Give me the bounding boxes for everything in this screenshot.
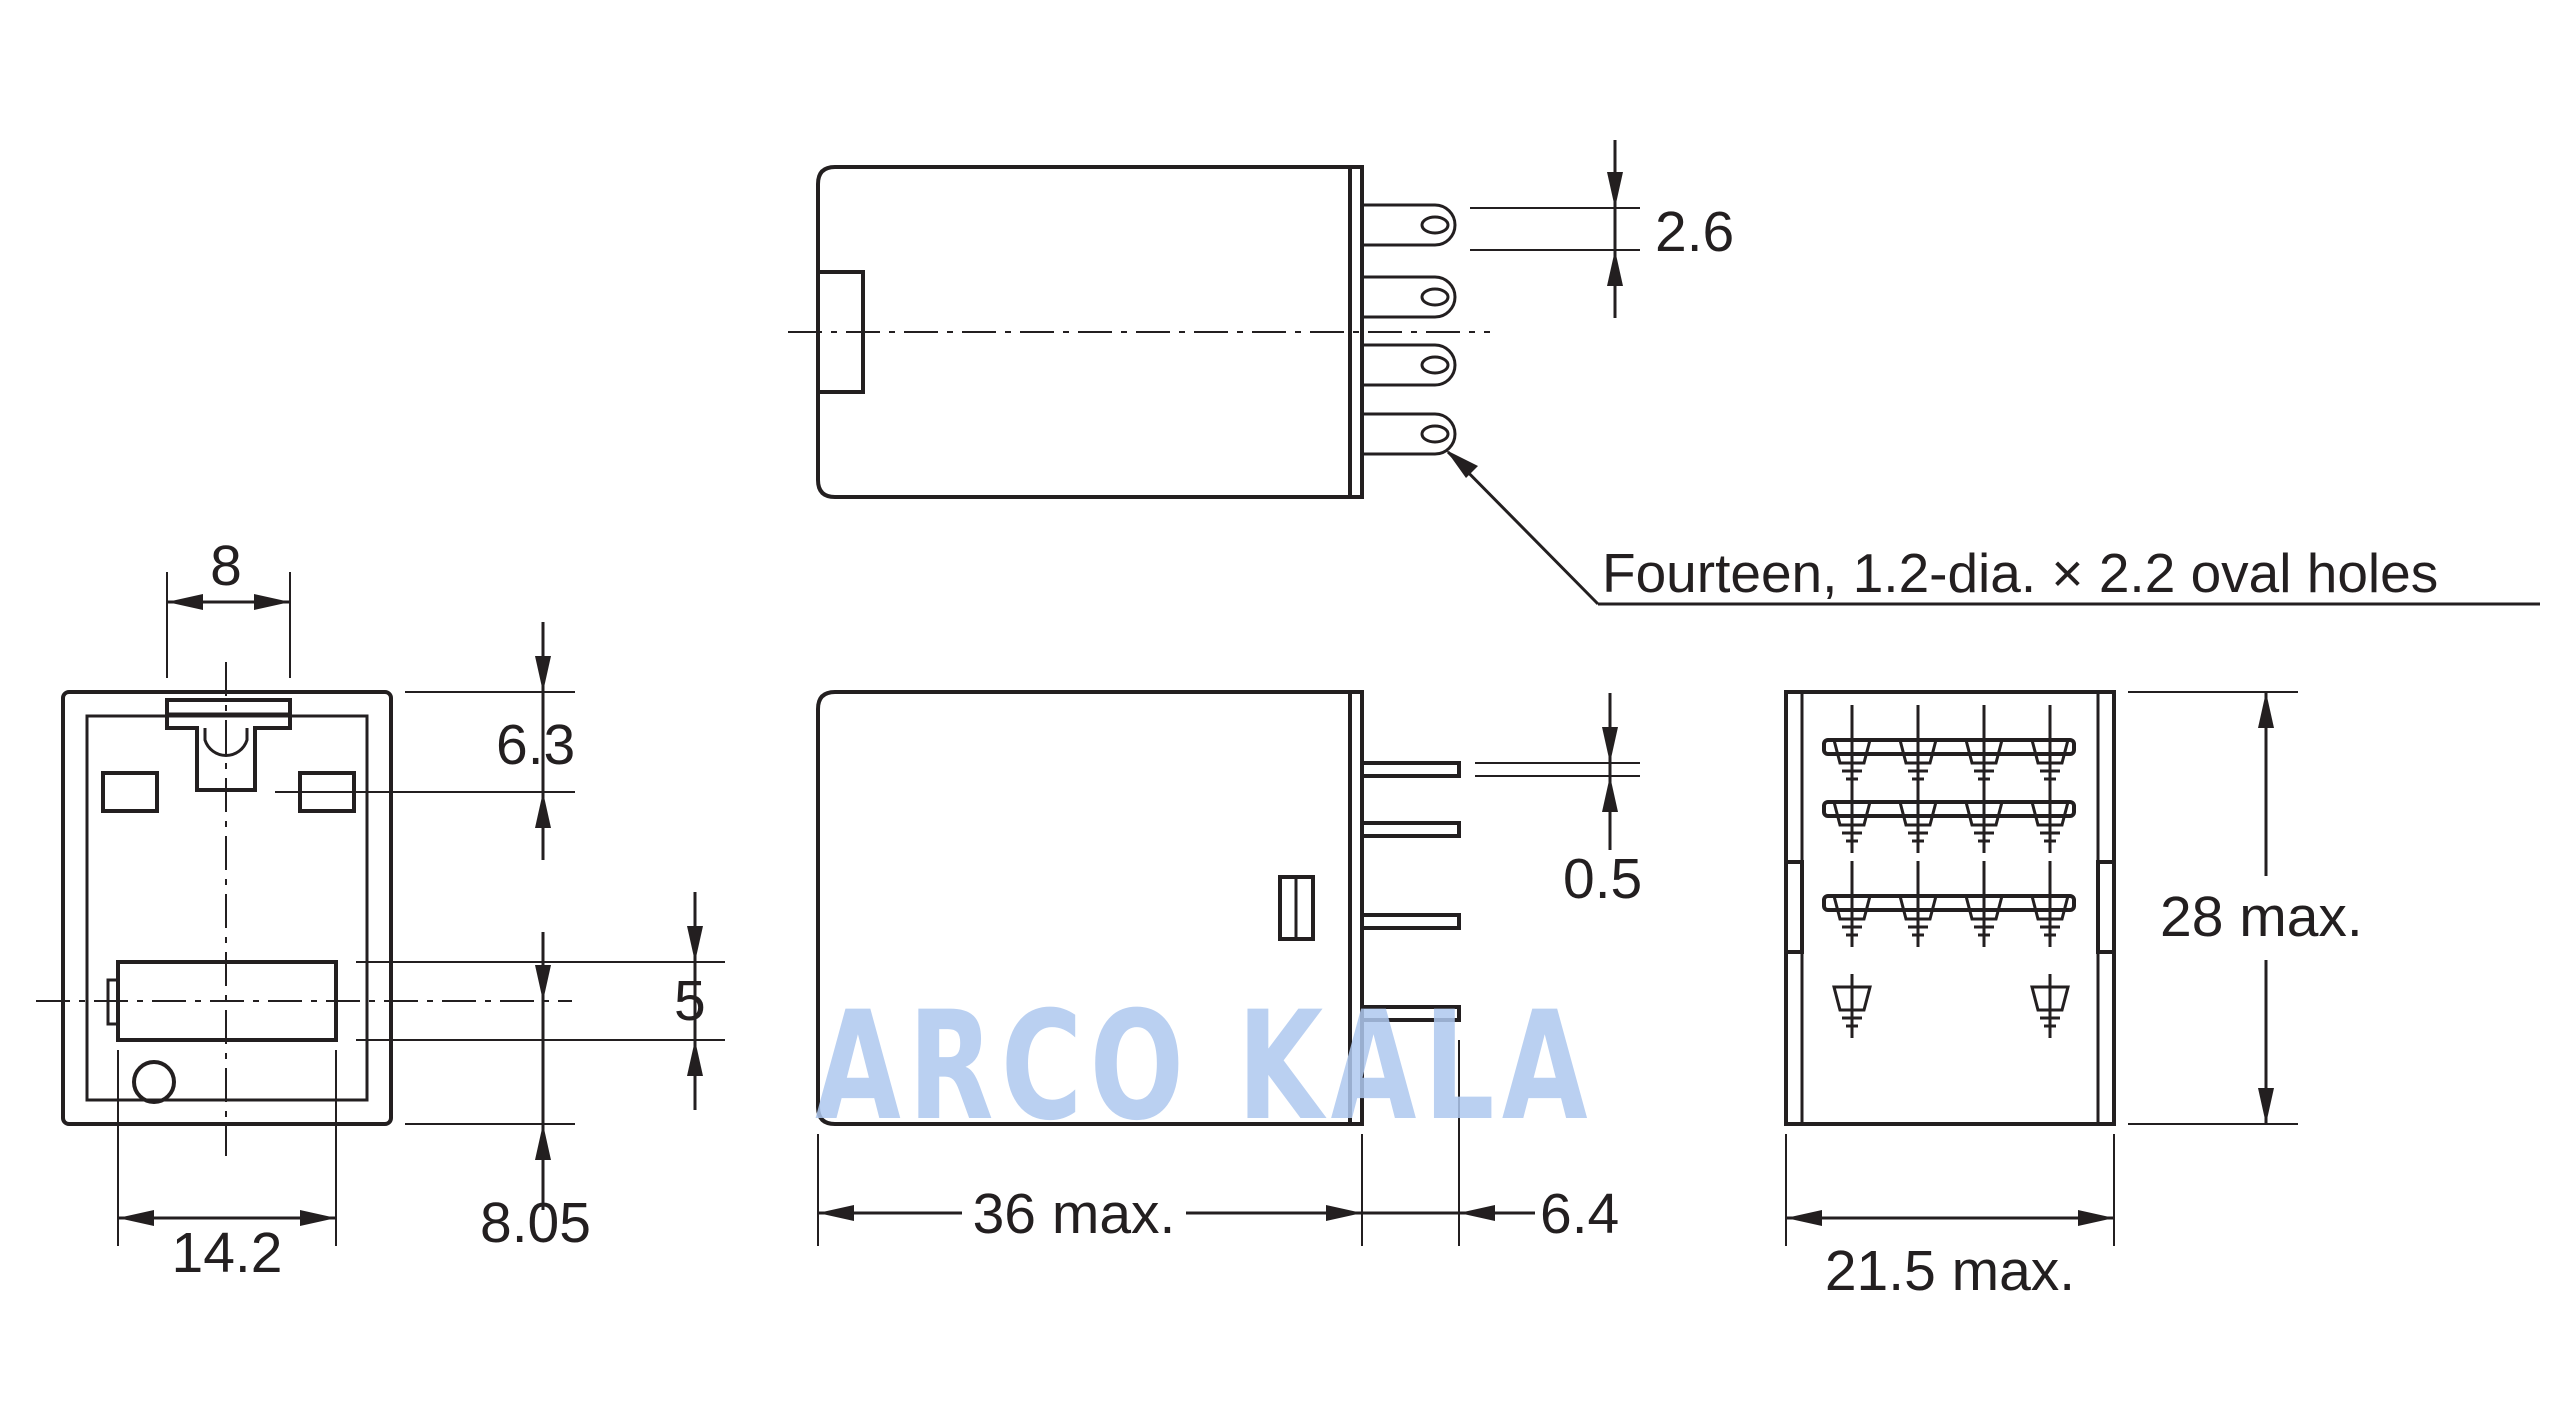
side-view: 0.5 36 max. 6.4 [816,690,1642,1246]
dim-label-21-5-max: 21.5 max. [1825,1239,2075,1303]
pin-tab [1362,203,1457,247]
terminal-symbol [1898,861,1938,947]
dim-label-28-max: 28 max. [2160,885,2363,949]
oval-hole [1420,355,1450,375]
dim-front-bottom-offset: 8.05 [405,932,591,1255]
pin-tab [1362,343,1457,387]
front-view-hole [132,1060,176,1104]
terminal-symbol [1964,767,2004,853]
pin-tab [1362,275,1457,319]
dim-side-lengths: 36 max. 6.4 [817,1040,1619,1246]
dim-label-36-max: 36 max. [973,1182,1176,1246]
terminal-symbol [1832,974,1872,1038]
front-view: 8 6.3 5 8.05 [36,534,725,1285]
terminal-symbol [2030,767,2070,853]
terminal-symbol [2030,861,2070,947]
dim-label-6-3: 6.3 [496,713,575,777]
dim-bottom-height: 28 max. [2128,691,2363,1125]
bottom-view: 28 max. 21.5 max. [1784,690,2363,1303]
top-view-pins [1362,203,1457,456]
front-view-latch [165,698,292,792]
dim-label-8-05: 8.05 [480,1191,591,1255]
terminal-symbol [1964,861,2004,947]
dim-label-6-4: 6.4 [1540,1182,1619,1246]
watermark-text: ARCO KALA [815,980,1595,1154]
terminal-symbol [1898,767,1938,853]
dim-label-2-6: 2.6 [1655,200,1734,264]
dim-front-coil-height: 5 [356,892,725,1110]
oval-hole [1420,287,1450,307]
dim-front-tab-width: 8 [166,534,291,678]
dim-front-coil-width: 14.2 [117,1050,337,1285]
oval-hole [1420,424,1450,444]
top-view: 2.6 Fourteen, 1.2-dia. × 2.2 oval holes [788,140,2540,606]
front-view-window-left [101,771,159,813]
bottom-view-terminals [1832,705,2070,1038]
side-view-pins [1360,761,1461,1022]
dim-label-5: 5 [674,969,706,1033]
dim-label-8: 8 [210,534,242,598]
terminal-symbol [1832,767,1872,853]
oval-holes-note: Fourteen, 1.2-dia. × 2.2 oval holes [1602,542,2438,604]
dim-side-pin-thickness: 0.5 [1475,693,1642,911]
dim-front-top-offset: 6.3 [275,622,575,860]
top-view-body [816,165,1364,499]
dim-top-pin-spacing: 2.6 [1470,140,1734,318]
terminal-symbol [1832,861,1872,947]
dim-label-14-2: 14.2 [172,1221,283,1285]
oval-holes-leader: Fourteen, 1.2-dia. × 2.2 oval holes [1446,450,2540,606]
oval-hole [1420,215,1450,235]
terminal-symbol [2030,974,2070,1038]
dim-label-0-5: 0.5 [1563,847,1642,911]
bottom-view-terminal-rows [1822,738,2076,912]
side-view-body [816,690,1364,1126]
dim-bottom-width: 21.5 max. [1785,1134,2115,1303]
pin-tab [1362,412,1457,456]
